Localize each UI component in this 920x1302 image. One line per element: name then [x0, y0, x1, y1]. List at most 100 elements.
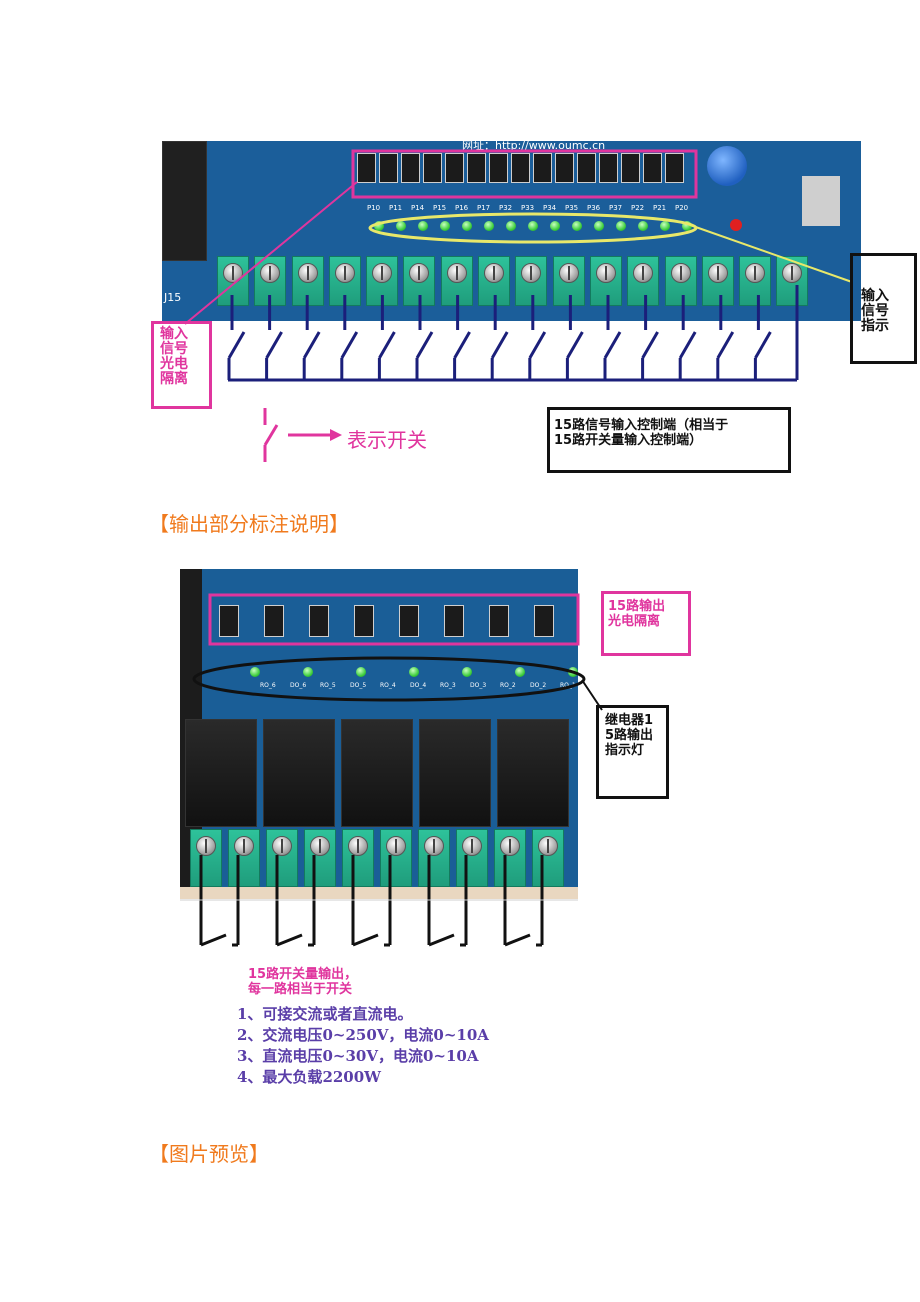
callout-input-indicator-text: 输入信号指示	[861, 288, 889, 334]
screw	[334, 263, 355, 283]
screw	[484, 263, 505, 283]
relay	[162, 141, 207, 261]
pin-label: P35	[565, 204, 579, 212]
input-led	[572, 221, 582, 231]
callout-relay-indicator-text: 继电器15路输出指示灯	[605, 713, 654, 758]
input-switch-blade	[641, 331, 659, 359]
input-switch-blade	[227, 331, 246, 359]
input-switch-blade	[716, 331, 735, 359]
output-note-line2: 每一路相当于开关	[248, 982, 353, 997]
led-label: RO_4	[380, 682, 396, 689]
pin-label: P36	[587, 204, 601, 212]
input-led	[374, 221, 384, 231]
optocoupler-chip	[444, 605, 464, 637]
relay-block	[419, 719, 491, 827]
callout-input-indicator: 输入信号指示	[850, 253, 917, 364]
optocoupler-chip	[445, 153, 464, 183]
output-led	[462, 667, 472, 677]
optocoupler-chip	[599, 153, 618, 183]
input-led	[682, 221, 692, 231]
output-optocoupler-row	[213, 605, 578, 639]
led-label: DO_4	[410, 682, 427, 689]
terminal-block	[589, 256, 622, 306]
optocoupler-chip	[357, 153, 376, 183]
callout-relay-indicator: 继电器15路输出指示灯	[596, 705, 669, 799]
pin-label: P17	[477, 204, 491, 212]
led-label: DO_2	[530, 682, 547, 689]
input-switch-blade	[754, 331, 772, 359]
input-led-row	[374, 221, 704, 235]
terminal-block	[380, 829, 412, 887]
screw	[500, 836, 520, 856]
output-note: 15路开关量输出， 每一路相当于开关	[248, 967, 357, 997]
output-wiring-overlay	[180, 593, 603, 947]
input-switch-blade	[302, 331, 321, 359]
optocoupler-chip	[467, 153, 486, 183]
relay-row	[185, 719, 578, 829]
screw	[272, 836, 292, 856]
terminal-block	[739, 256, 772, 306]
screw	[196, 836, 216, 856]
input-switch-blade	[528, 331, 547, 359]
pin-label: P37	[609, 204, 623, 212]
screw	[223, 263, 243, 283]
input-led	[418, 221, 428, 231]
screw	[424, 836, 444, 856]
terminal-block	[532, 829, 564, 887]
terminal-block	[515, 256, 548, 306]
pin-label: P21	[653, 204, 667, 212]
optocoupler-chip	[379, 153, 398, 183]
screw	[386, 836, 406, 856]
terminal-block	[342, 829, 374, 887]
output-switch-blade	[200, 933, 227, 947]
pin-label: P32	[499, 204, 513, 212]
screw	[409, 263, 430, 283]
terminal-block	[304, 829, 336, 887]
input-terminal-row	[217, 256, 814, 306]
relay-block	[497, 719, 569, 827]
input-led	[506, 221, 516, 231]
output-switch-blade	[428, 933, 455, 947]
callout-output-isolation-line2: 光电隔离	[608, 614, 661, 629]
optocoupler-chip	[534, 605, 554, 637]
input-switch-blade	[678, 331, 697, 359]
relay-block	[341, 719, 413, 827]
optocoupler-chip	[354, 605, 374, 637]
terminal-block	[418, 829, 450, 887]
screw	[234, 836, 254, 856]
optocoupler-chip	[511, 153, 530, 183]
screw	[633, 263, 654, 283]
relay-block	[263, 719, 335, 827]
optocoupler-chip	[399, 605, 419, 637]
pin-label: P22	[631, 204, 645, 212]
optocoupler-chip	[309, 605, 329, 637]
pin-label: P10	[367, 204, 381, 212]
screw	[670, 263, 691, 283]
input-led	[440, 221, 450, 231]
output-led	[409, 667, 419, 677]
terminal-block	[627, 256, 660, 306]
led-label: RO_1	[560, 682, 576, 689]
led-label: RO_5	[320, 682, 336, 689]
relay-specs: 1、可接交流或者直流电。 2、交流电压0~250V，电流0~10A 3、直流电压…	[237, 1004, 489, 1088]
screw	[745, 263, 766, 283]
input-switch-blade	[490, 331, 509, 359]
optocoupler-strip	[357, 153, 692, 195]
spec-line-4: 4、最大负载2200W	[237, 1068, 382, 1086]
pin-label: P15	[433, 204, 447, 212]
optocoupler-chip	[555, 153, 574, 183]
optocoupler-chip	[401, 153, 420, 183]
relay-block	[185, 719, 257, 827]
spec-line-2: 2、交流电压0~250V，电流0~10A	[237, 1026, 489, 1044]
input-led	[638, 221, 648, 231]
pin-label: P20	[675, 204, 689, 212]
input-switch-blade	[453, 331, 471, 359]
input-led	[484, 221, 494, 231]
board-bottom-edge	[180, 887, 578, 899]
pin-label: P33	[521, 204, 535, 212]
optocoupler-chip	[219, 605, 239, 637]
led-label: DO_5	[350, 682, 367, 689]
